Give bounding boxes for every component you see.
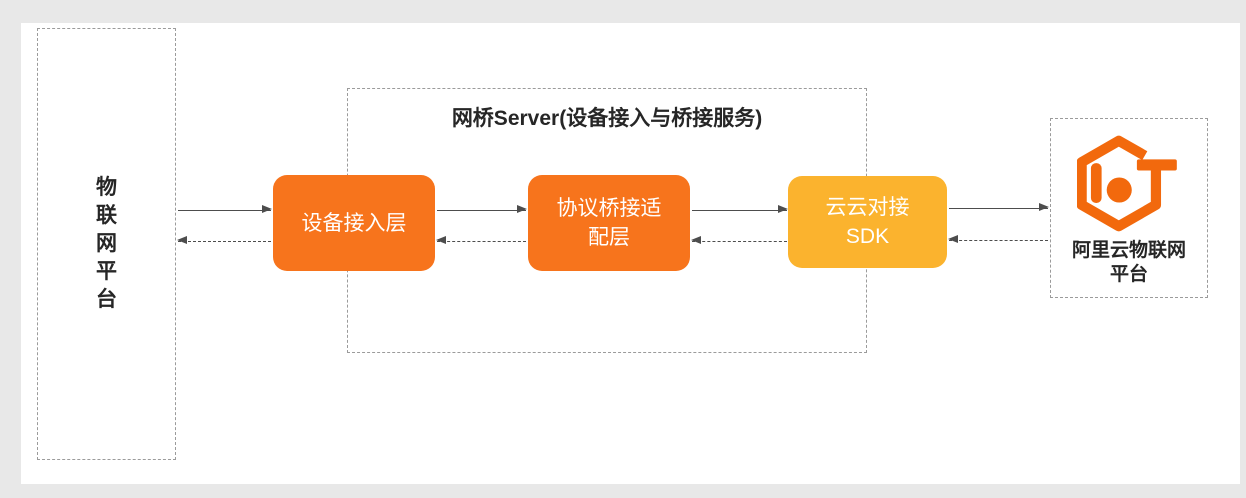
flow-arrow-right-1	[178, 205, 272, 214]
arrowhead-right-icon	[778, 205, 788, 214]
node-cloud-cloud-sdk-label: 云云对接 SDK	[825, 196, 910, 248]
node-protocol-bridge-adapter-layer: 协议桥接适 配层	[528, 175, 690, 271]
arrowhead-right-icon	[517, 205, 527, 214]
iot-platform-label: 物 联 网 平 台	[96, 176, 117, 311]
node-cloud-cloud-sdk: 云云对接 SDK	[788, 176, 947, 268]
flow-arrow-right-4	[949, 203, 1049, 212]
logo-t-crossbar	[1136, 159, 1177, 171]
arrowhead-left-icon	[691, 236, 701, 245]
arrowhead-left-icon	[177, 236, 187, 245]
flow-arrow-left-4	[948, 235, 1048, 244]
aliyun-iot-platform-node: 阿里云物联网 平台	[1050, 118, 1208, 298]
flow-arrow-right-2	[437, 205, 527, 214]
bridge-server-title: 网桥Server(设备接入与桥接服务)	[451, 107, 763, 130]
node-device-access-layer: 设备接入层	[273, 175, 435, 271]
flow-arrow-left-1	[177, 236, 271, 245]
iot-platform-node: 物 联 网 平 台	[37, 28, 176, 460]
arrowhead-left-icon	[436, 236, 446, 245]
logo-o-dot	[1106, 177, 1132, 203]
node-device-access-layer-label: 设备接入层	[301, 211, 407, 235]
flow-arrow-left-3	[691, 236, 787, 245]
aliyun-platform-label: 阿里云物联网 平台	[1071, 240, 1186, 285]
arrowhead-left-icon	[948, 235, 958, 244]
flow-arrow-left-2	[436, 236, 526, 245]
arrowhead-right-icon	[1039, 203, 1049, 212]
aliyun-iot-logo-icon	[1077, 135, 1177, 232]
arrowhead-right-icon	[262, 205, 272, 214]
diagram-canvas: 物 联 网 平 台 网桥Server(设备接入与桥接服务) 设备接入层 协议桥接…	[21, 23, 1240, 484]
flow-arrow-right-3	[692, 205, 788, 214]
logo-i-bar	[1090, 163, 1102, 203]
node-protocol-bridge-adapter-layer-label: 协议桥接适 配层	[556, 197, 662, 249]
